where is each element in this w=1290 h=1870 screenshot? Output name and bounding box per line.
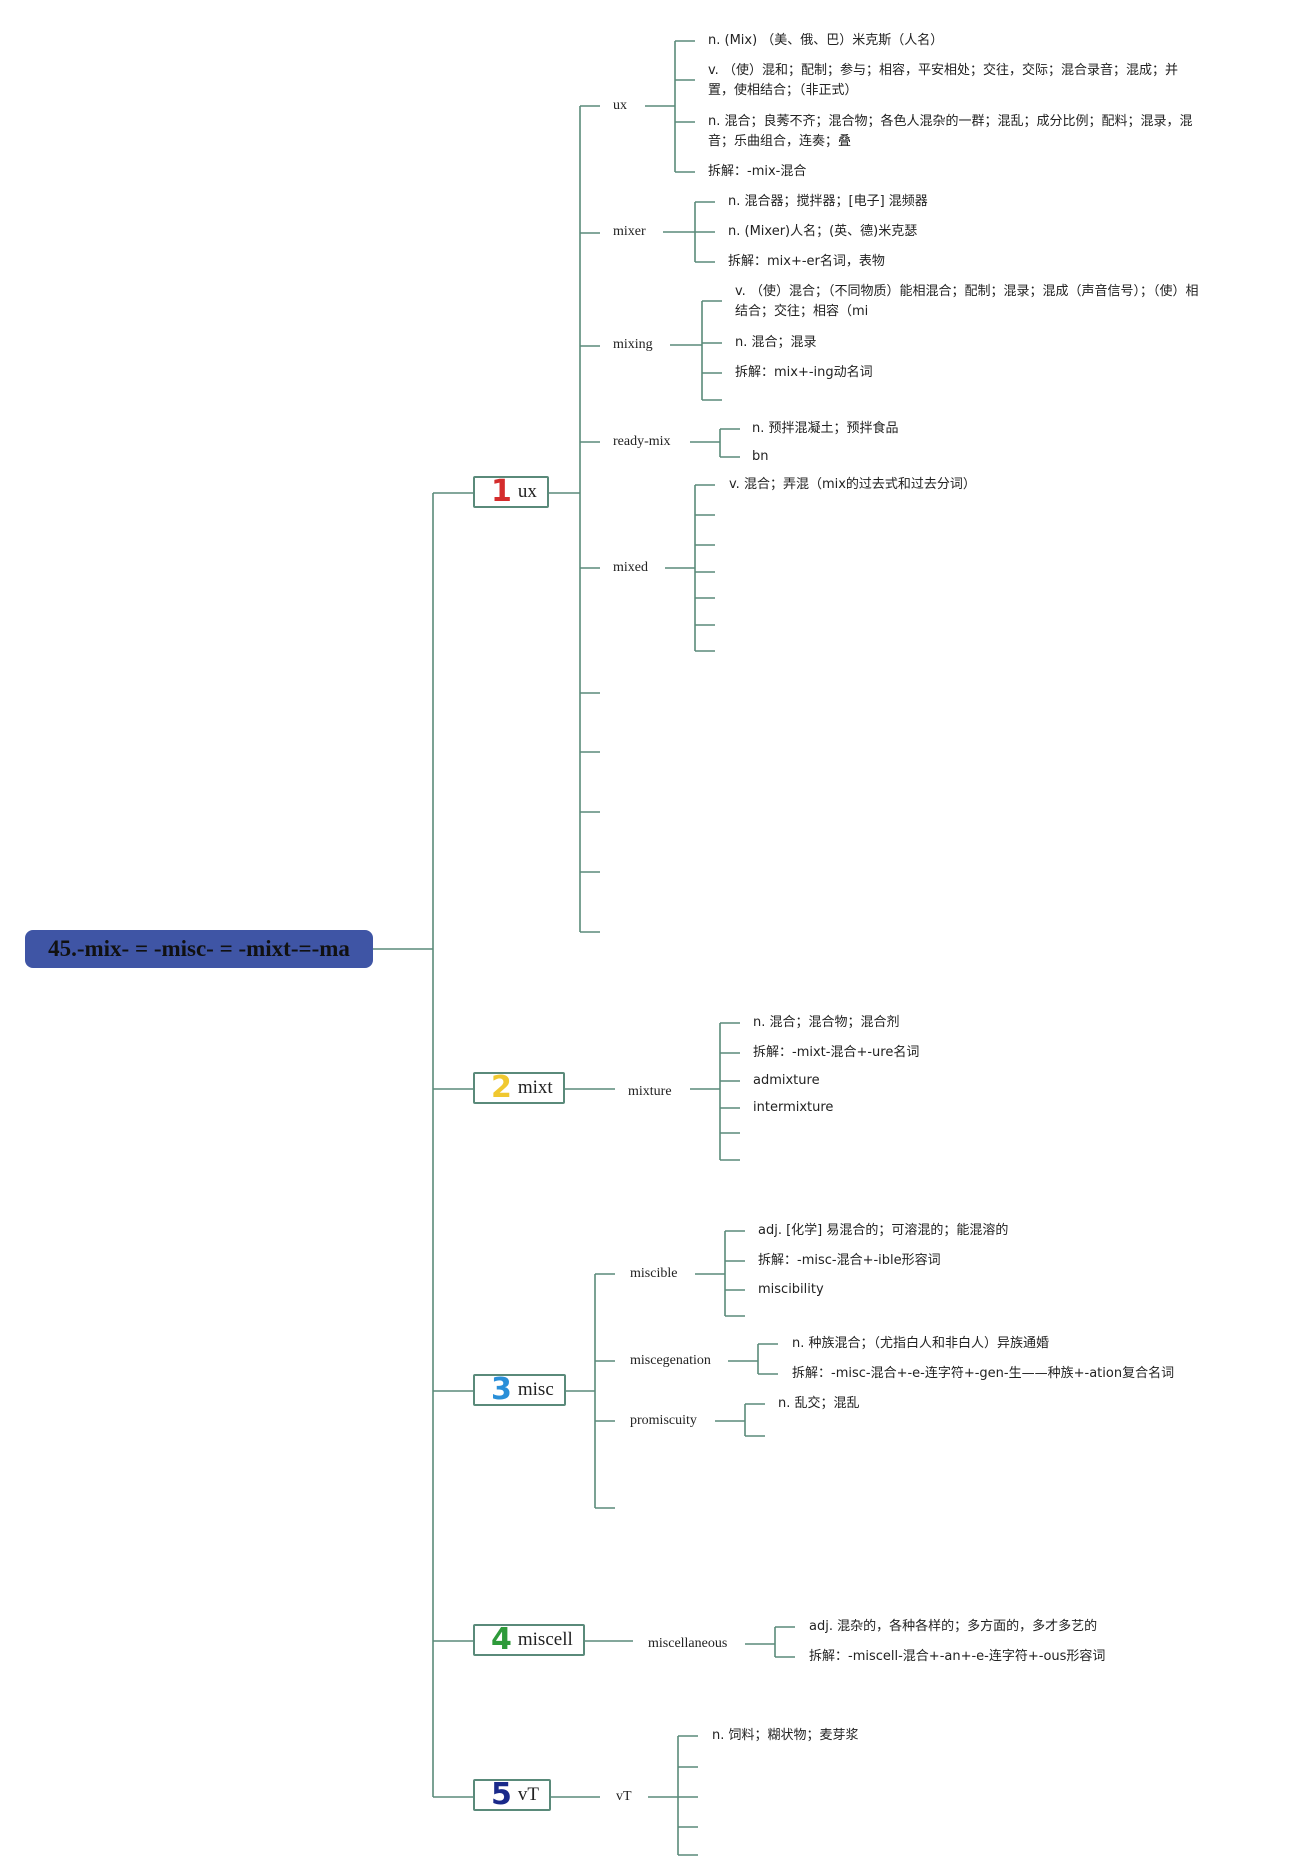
leaf-definition: n. 混合器；搅拌器；[电子] 混频器: [728, 194, 928, 209]
leaf-definition: adj. 混杂的，各种各样的；多方面的，多才多艺的: [809, 1619, 1098, 1634]
leaf-definition: v. （使）混和；配制；参与；相容，平安相处；交往，交际；混合录音；混成；并置，…: [708, 63, 1178, 98]
branch-label: misc: [517, 1379, 554, 1400]
leaf-definition: intermixture: [753, 1100, 834, 1115]
number-1-icon: 1: [491, 474, 512, 509]
leaf-definition: n. 混合；混合物；混合剂: [753, 1015, 900, 1030]
leaf-definition: n. 混合；混录: [735, 335, 817, 350]
number-3-icon: 3: [491, 1372, 512, 1407]
branch-ux[interactable]: 1 ux: [473, 476, 549, 508]
leaf-definition: bn: [752, 449, 769, 464]
leaf-definition: adj. [化学] 易混合的；可溶混的；能混溶的: [758, 1223, 1009, 1238]
branch-label: vT: [517, 1784, 539, 1805]
subtopic-miscegenation[interactable]: miscegenation: [630, 1353, 711, 1368]
leaf-definition: 拆解：-miscell-混合+-an+-e-连字符+-ous形容词: [809, 1649, 1106, 1664]
leaf-definition: admixture: [753, 1073, 820, 1088]
subtopic-miscible[interactable]: miscible: [630, 1266, 678, 1281]
subtopic-miscellaneous[interactable]: miscellaneous: [648, 1636, 728, 1651]
leaf-definition: 拆解：-mixt-混合+-ure名词: [753, 1045, 920, 1060]
leaf-definition: n. 乱交；混乱: [778, 1396, 860, 1411]
branch-mixt[interactable]: 2 mixt: [473, 1072, 565, 1104]
number-2-icon: 2: [491, 1070, 512, 1105]
leaf-definition: n. 预拌混凝土；预拌食品: [752, 421, 899, 436]
branch-misc[interactable]: 3 misc: [473, 1374, 566, 1406]
subtopic-mixing[interactable]: mixing: [613, 337, 653, 352]
number-5-icon: 5: [491, 1777, 512, 1812]
leaf-definition: miscibility: [758, 1282, 824, 1297]
leaf-definition: 拆解：-misc-混合+-ible形容词: [758, 1253, 941, 1268]
subtopic-mixture[interactable]: mixture: [628, 1084, 672, 1099]
branch-miscell[interactable]: 4 miscell: [473, 1624, 585, 1656]
branch-label: mixt: [517, 1077, 553, 1098]
branch-label: miscell: [517, 1629, 573, 1650]
leaf-definition: 拆解：-mix-混合: [708, 164, 807, 179]
subtopic-ready-mix[interactable]: ready-mix: [613, 434, 671, 449]
branch-vt[interactable]: 5 vT: [473, 1779, 551, 1811]
leaf-definition: 拆解：-misc-混合+-e-连字符+-gen-生——种族+-ation复合名词: [792, 1366, 1175, 1381]
leaf-definition: n. (Mix) （美、俄、巴）米克斯（人名）: [708, 33, 944, 48]
leaf-definition: v. 混合；弄混（mix的过去式和过去分词）: [729, 477, 976, 492]
subtopic-mixed[interactable]: mixed: [613, 560, 648, 575]
leaf-definition: n. 种族混合；（尤指白人和非白人）异族通婚: [792, 1336, 1050, 1351]
leaf-definition: v. （使）混合；（不同物质）能相混合；配制；混录；混成（声音信号）；（使）相结…: [735, 284, 1199, 319]
subtopic-vt[interactable]: vT: [616, 1789, 632, 1804]
leaf-definition: n. (Mixer)人名；(英、德)米克瑟: [728, 224, 918, 239]
leaf-definition: 拆解：mix+-ing动名词: [735, 365, 873, 380]
leaf-definition: n. 混合；良莠不齐；混合物；各色人混杂的一群；混乱；成分比例；配料；混录，混音…: [708, 114, 1193, 149]
number-4-icon: 4: [491, 1622, 512, 1657]
subtopic-ux[interactable]: ux: [613, 98, 627, 113]
leaf-definition: 拆解：mix+-er名词，表物: [728, 254, 885, 269]
leaf-definition: n. 饲料；糊状物；麦芽浆: [712, 1728, 859, 1743]
root-topic[interactable]: 45.-mix- = -misc- = -mixt-=-ma: [25, 930, 373, 968]
subtopic-mixer[interactable]: mixer: [613, 224, 646, 239]
subtopic-promiscuity[interactable]: promiscuity: [630, 1413, 697, 1428]
branch-label: ux: [517, 481, 537, 502]
